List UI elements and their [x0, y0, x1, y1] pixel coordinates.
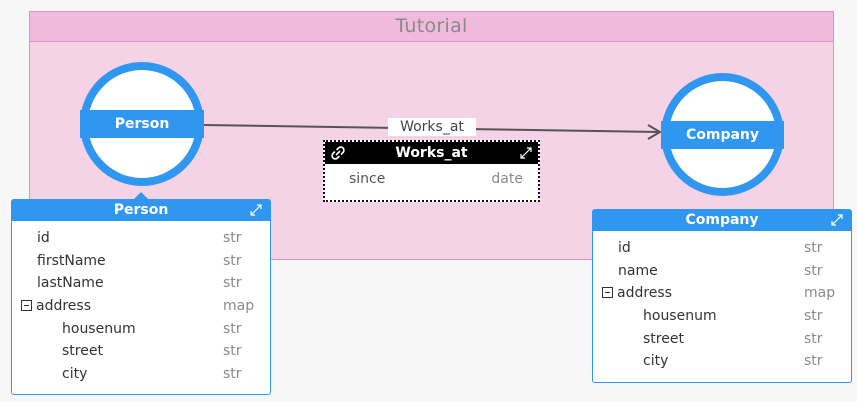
person-panel-header: Person — [12, 200, 270, 221]
property-name: lastName — [37, 275, 104, 292]
company-node[interactable]: Company — [661, 73, 784, 196]
property-name: id — [618, 240, 631, 256]
link-icon[interactable] — [330, 145, 346, 161]
property-type: str — [223, 366, 242, 383]
property-name: name — [618, 262, 658, 279]
property-row: street str — [12, 341, 270, 364]
property-name: housenum — [643, 308, 717, 325]
edge-label[interactable]: Works_at — [388, 118, 476, 136]
property-name: street — [643, 330, 684, 347]
property-row: address map — [593, 283, 851, 306]
edge-arrowhead — [647, 124, 662, 140]
property-name: id — [37, 230, 50, 246]
company-panel-title: Company — [685, 212, 759, 228]
property-type: str — [804, 240, 823, 256]
expand-icon[interactable] — [249, 203, 263, 217]
property-type: str — [223, 230, 242, 246]
relationship-property-row: since date — [325, 164, 538, 192]
expand-icon[interactable] — [519, 146, 533, 160]
property-name: street — [62, 343, 103, 360]
property-type: date — [491, 171, 523, 187]
person-property-list: id str firstName str lastName str addres… — [12, 221, 270, 387]
group-title: Tutorial — [30, 12, 833, 42]
property-row: city str — [593, 351, 851, 374]
property-row: lastName str — [12, 273, 270, 296]
property-name: address — [617, 285, 673, 302]
company-property-list: id str name str address map housenum str… — [593, 231, 851, 374]
property-type: str — [804, 308, 823, 325]
property-type: str — [223, 275, 242, 292]
property-type: str — [223, 343, 242, 360]
property-name: city — [62, 366, 88, 383]
property-type: str — [804, 262, 823, 279]
property-row: street str — [593, 329, 851, 352]
property-name: housenum — [62, 320, 136, 337]
property-row: name str — [593, 261, 851, 284]
person-node[interactable]: Person — [80, 62, 204, 186]
collapse-icon[interactable] — [21, 300, 32, 312]
property-type: str — [223, 252, 242, 269]
relationship-header: Works_at — [325, 142, 538, 164]
relationship-title: Works_at — [395, 145, 468, 161]
relationship-box[interactable]: Works_at since date — [323, 140, 540, 202]
property-row: housenum str — [593, 306, 851, 329]
company-panel-header: Company — [593, 210, 851, 231]
property-row: city str — [12, 364, 270, 387]
property-name: city — [643, 353, 669, 370]
property-type: map — [804, 285, 836, 302]
person-node-label: Person — [80, 110, 204, 138]
person-panel-title: Person — [113, 202, 169, 218]
company-entity-panel[interactable]: Company id str name str address map hous… — [592, 209, 852, 383]
property-type: str — [804, 330, 823, 347]
property-row: address map — [12, 296, 270, 319]
property-row: firstName str — [12, 251, 270, 274]
collapse-icon[interactable] — [602, 287, 613, 299]
property-name: address — [36, 298, 92, 315]
property-row: id str — [12, 228, 270, 251]
company-node-label: Company — [661, 121, 784, 149]
property-row: housenum str — [12, 319, 270, 342]
property-type: str — [223, 320, 242, 337]
property-type: str — [804, 353, 823, 370]
property-name: since — [349, 171, 386, 187]
property-row: id str — [593, 238, 851, 261]
person-entity-panel[interactable]: Person id str firstName str lastName str… — [11, 192, 271, 395]
expand-icon[interactable] — [830, 213, 844, 227]
property-type: map — [223, 298, 255, 315]
property-name: firstName — [37, 252, 106, 269]
panel-pointer — [133, 192, 149, 200]
